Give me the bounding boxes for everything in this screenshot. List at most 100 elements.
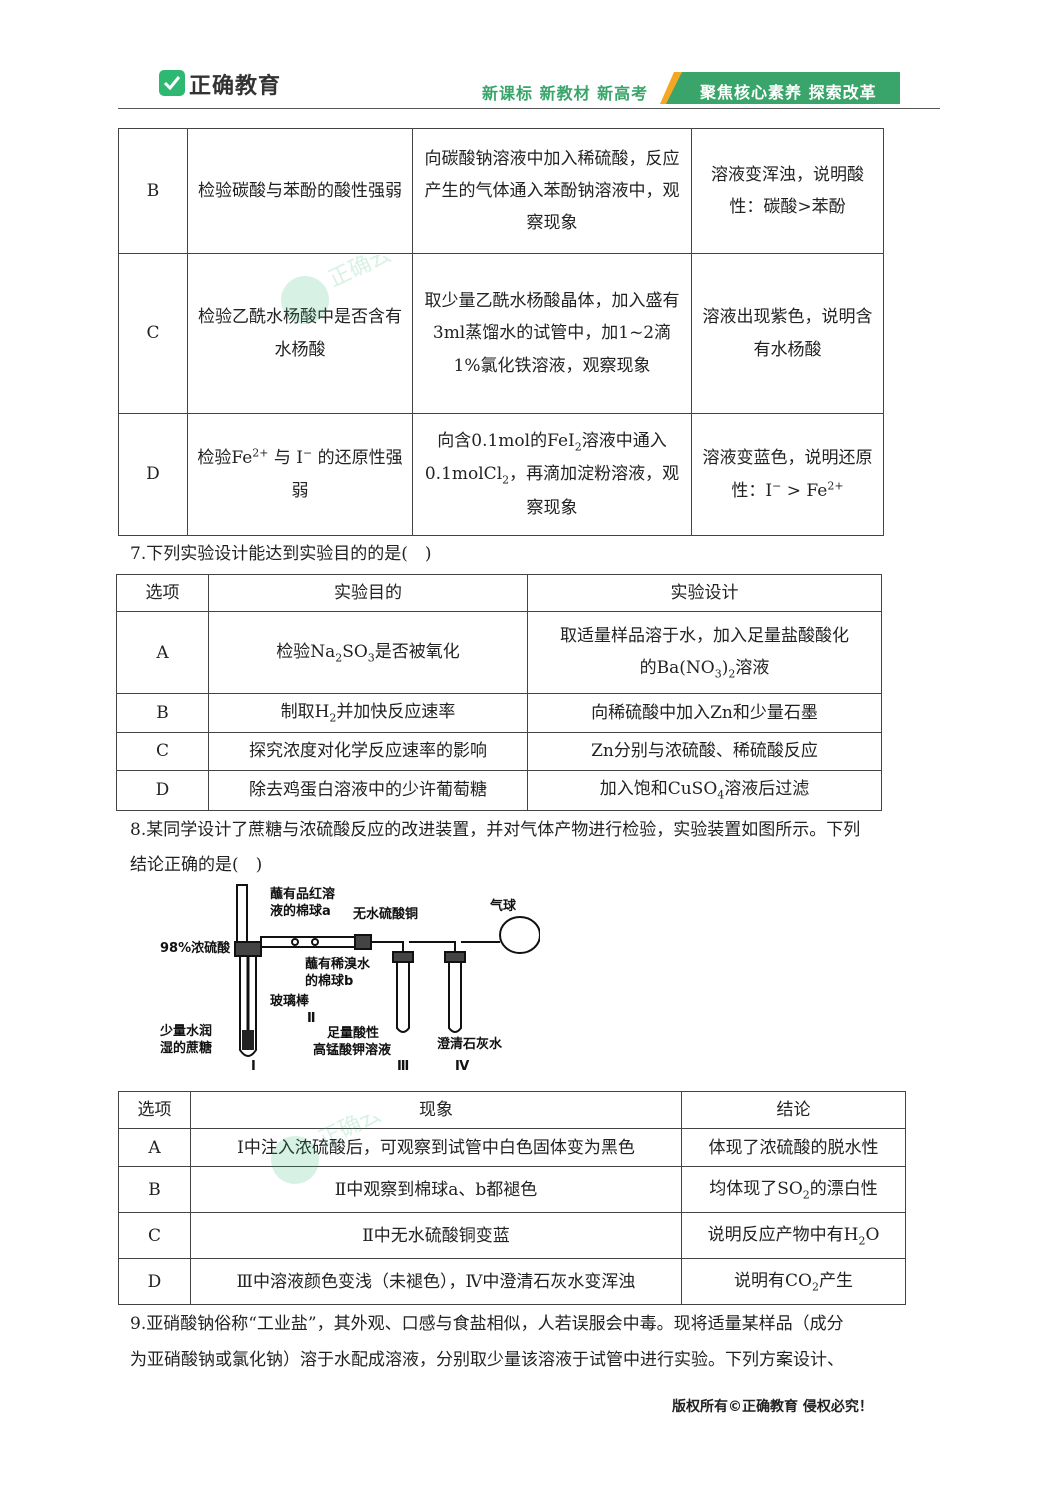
option-cell: B <box>118 1166 191 1214</box>
question-9-line1: 9.亚硝酸钠俗称“工业盐”，其外观、口感与食盐相似，人若误服会中毒。现将适量某样… <box>130 1314 844 1334</box>
svg-text:Ⅲ: Ⅲ <box>397 1059 409 1074</box>
purpose-cell: 检验Fe2+ 与 I− 的还原性强弱 <box>187 413 413 536</box>
header-conclusion: 结论 <box>681 1090 906 1130</box>
purpose-cell: 探究浓度对化学反应速率的影响 <box>208 731 528 771</box>
design-cell: 加入饱和CuSO4溶液后过滤 <box>527 769 882 811</box>
question-8-stem-line1: 8.某同学设计了蔗糖与浓硫酸反应的改进装置，并对气体产物进行检验，实验装置如图所… <box>130 820 861 840</box>
slogan-banner <box>660 72 900 104</box>
logo-check-icon <box>159 70 185 96</box>
option-cell: C <box>118 1212 191 1260</box>
design-cell: 取适量样品溶于水，加入足量盐酸酸化的Ba(NO3)2溶液 <box>527 611 882 695</box>
phenomenon-cell: Ⅲ中溶液颜色变浅（未褪色），Ⅳ中澄清石灰水变浑浊 <box>190 1258 682 1306</box>
conclusion-cell: 溶液变蓝色，说明还原性：I− > Fe2+ <box>691 413 884 536</box>
option-cell: D <box>118 413 188 536</box>
watermark-logo-icon: 正确云 <box>281 255 395 324</box>
svg-text:气球: 气球 <box>490 898 517 914</box>
slogan-right: 聚焦核心素养 探索改革 <box>700 83 877 102</box>
purpose-cell: 检验乙酰水杨酸中是否含有水杨酸 <box>187 253 413 414</box>
header-phenomenon: 现象 <box>190 1090 682 1130</box>
watermark-logo-icon: 正确云 <box>271 1115 385 1184</box>
svg-text:足量酸性: 足量酸性 <box>327 1025 379 1041</box>
svg-text:液的棉球a: 液的棉球a <box>270 903 331 919</box>
table-row: C 检验乙酰水杨酸中是否含有水杨酸 取少量乙酰水杨酸晶体，加入盛有3ml蒸馏水的… <box>118 253 884 414</box>
header-purpose: 实验目的 <box>208 573 528 613</box>
option-cell: C <box>116 731 209 771</box>
stopper-1 <box>234 941 262 957</box>
header-option: 选项 <box>118 1090 191 1130</box>
table-row: A Ⅰ中注入浓硫酸后，可观察到试管中白色固体变为黑色 体现了浓硫酸的脱水性 <box>118 1128 906 1168</box>
option-cell: C <box>118 253 188 414</box>
slogan-left: 新课标 新教材 新高考 <box>482 84 649 103</box>
table-header-row: 选项 实验目的 实验设计 <box>116 573 882 613</box>
conclusion-cell: 均体现了SO2的漂白性 <box>681 1166 906 1214</box>
footer-copyright: 版权所有©正确教育 侵权必究！ <box>672 1399 873 1415</box>
question-7-table: 选项 实验目的 实验设计 A 检验Na2SO3是否被氧化 取适量样品溶于水，加入… <box>116 573 882 811</box>
table-row: C 探究浓度对化学反应速率的影响 Zn分别与浓硫酸、稀硫酸反应 <box>116 731 882 771</box>
table-row: C Ⅱ中无水硫酸铜变蓝 说明反应产物中有H2O <box>118 1212 906 1260</box>
connector <box>354 934 372 950</box>
purpose-cell: 检验碳酸与苯酚的酸性强弱 <box>187 128 413 254</box>
svg-text:少量水润: 少量水润 <box>159 1023 212 1039</box>
svg-text:98%浓硫酸: 98%浓硫酸 <box>160 940 231 956</box>
svg-text:Ⅰ: Ⅰ <box>251 1059 256 1074</box>
question-9-line2: 为亚硝酸钠或氯化钠）溶于水配成溶液，分别取少量该溶液于试管中进行实验。下列方案设… <box>130 1350 844 1370</box>
table-row: B 检验碳酸与苯酚的酸性强弱 向碳酸钠溶液中加入稀硫酸，反应产生的气体通入苯酚钠… <box>118 128 884 254</box>
purpose-cell: 制取H2并加快反应速率 <box>208 693 528 733</box>
svg-text:玻璃棒: 玻璃棒 <box>270 993 310 1009</box>
option-cell: D <box>116 769 209 811</box>
conclusion-cell: 溶液变浑浊，说明酸性：碳酸>苯酚 <box>691 128 884 254</box>
experiment-table-continued: B 检验碳酸与苯酚的酸性强弱 向碳酸钠溶液中加入稀硫酸，反应产生的气体通入苯酚钠… <box>118 128 884 536</box>
table-row: A 检验Na2SO3是否被氧化 取适量样品溶于水，加入足量盐酸酸化的Ba(NO3… <box>116 611 882 695</box>
svg-text:无水硫酸铜: 无水硫酸铜 <box>352 906 418 922</box>
apparatus-figure: 蘸有品红溶 液的棉球a 无水硫酸铜 气球 98%浓硫酸 蘸有稀溴水 的棉球b 玻… <box>159 884 540 1074</box>
phenomenon-cell: Ⅱ中无水硫酸铜变蓝 <box>190 1212 682 1260</box>
design-cell: Zn分别与浓硫酸、稀硫酸反应 <box>527 731 882 771</box>
header-divider <box>118 108 940 109</box>
header-design: 实验设计 <box>527 573 882 613</box>
svg-text:Ⅱ: Ⅱ <box>307 1011 316 1026</box>
conclusion-cell: 说明有CO2产生 <box>681 1258 906 1306</box>
option-cell: B <box>118 128 188 254</box>
table-row: D 除去鸡蛋白溶液中的少许葡萄糖 加入饱和CuSO4溶液后过滤 <box>116 769 882 811</box>
conclusion-cell: 溶液出现紫色，说明含有水杨酸 <box>691 253 884 414</box>
cotton-a <box>291 938 299 946</box>
question-8-stem-line2: 结论正确的是( ) <box>130 855 263 875</box>
svg-text:正确云: 正确云 <box>315 1115 385 1152</box>
table-row: D Ⅲ中溶液颜色变浅（未褪色），Ⅳ中澄清石灰水变浑浊 说明有CO2产生 <box>118 1258 906 1306</box>
purpose-cell: 检验Na2SO3是否被氧化 <box>208 611 528 695</box>
dropping-funnel <box>236 884 248 946</box>
test-tube-1 <box>239 950 257 1057</box>
table-header-row: 选项 现象 结论 <box>118 1090 906 1130</box>
svg-text:高锰酸钾溶液: 高锰酸钾溶液 <box>313 1042 391 1058</box>
header-option: 选项 <box>116 573 209 613</box>
svg-text:Ⅳ: Ⅳ <box>455 1059 470 1074</box>
phenomenon-cell: Ⅰ中注入浓硫酸后，可观察到试管中白色固体变为黑色 <box>190 1128 682 1168</box>
phenomenon-cell: Ⅱ中观察到棉球a、b都褪色 <box>190 1166 682 1214</box>
option-cell: A <box>118 1128 191 1168</box>
svg-text:正确云: 正确云 <box>325 255 395 292</box>
design-cell: 向碳酸钠溶液中加入稀硫酸，反应产生的气体通入苯酚钠溶液中，观察现象 <box>412 128 692 254</box>
purpose-cell: 除去鸡蛋白溶液中的少许葡萄糖 <box>208 769 528 811</box>
test-tube-3 <box>396 958 410 1033</box>
logo-text: 正确教育 <box>189 74 282 99</box>
svg-text:的棉球b: 的棉球b <box>305 973 353 989</box>
table-row: B 制取H2并加快反应速率 向稀硫酸中加入Zn和少量石墨 <box>116 693 882 733</box>
question-7-stem: 7.下列实验设计能达到实验目的的是( ) <box>130 544 432 564</box>
table-row: B Ⅱ中观察到棉球a、b都褪色 均体现了SO2的漂白性 <box>118 1166 906 1214</box>
question-8-table: 选项 现象 结论 A Ⅰ中注入浓硫酸后，可观察到试管中白色固体变为黑色 体现了浓… <box>118 1090 906 1306</box>
test-tube-4 <box>448 958 462 1033</box>
option-cell: B <box>116 693 209 733</box>
option-cell: A <box>116 611 209 695</box>
balloon <box>499 916 540 954</box>
svg-text:蘸有品红溶: 蘸有品红溶 <box>270 886 335 902</box>
option-cell: D <box>118 1258 191 1306</box>
svg-text:湿的蔗糖: 湿的蔗糖 <box>160 1040 212 1056</box>
sucrose-fill <box>242 1030 254 1050</box>
svg-text:蘸有稀溴水: 蘸有稀溴水 <box>305 956 371 972</box>
cotton-b <box>311 938 319 946</box>
conclusion-cell: 体现了浓硫酸的脱水性 <box>681 1128 906 1168</box>
design-cell: 向稀硫酸中加入Zn和少量石墨 <box>527 693 882 733</box>
conclusion-cell: 说明反应产物中有H2O <box>681 1212 906 1260</box>
